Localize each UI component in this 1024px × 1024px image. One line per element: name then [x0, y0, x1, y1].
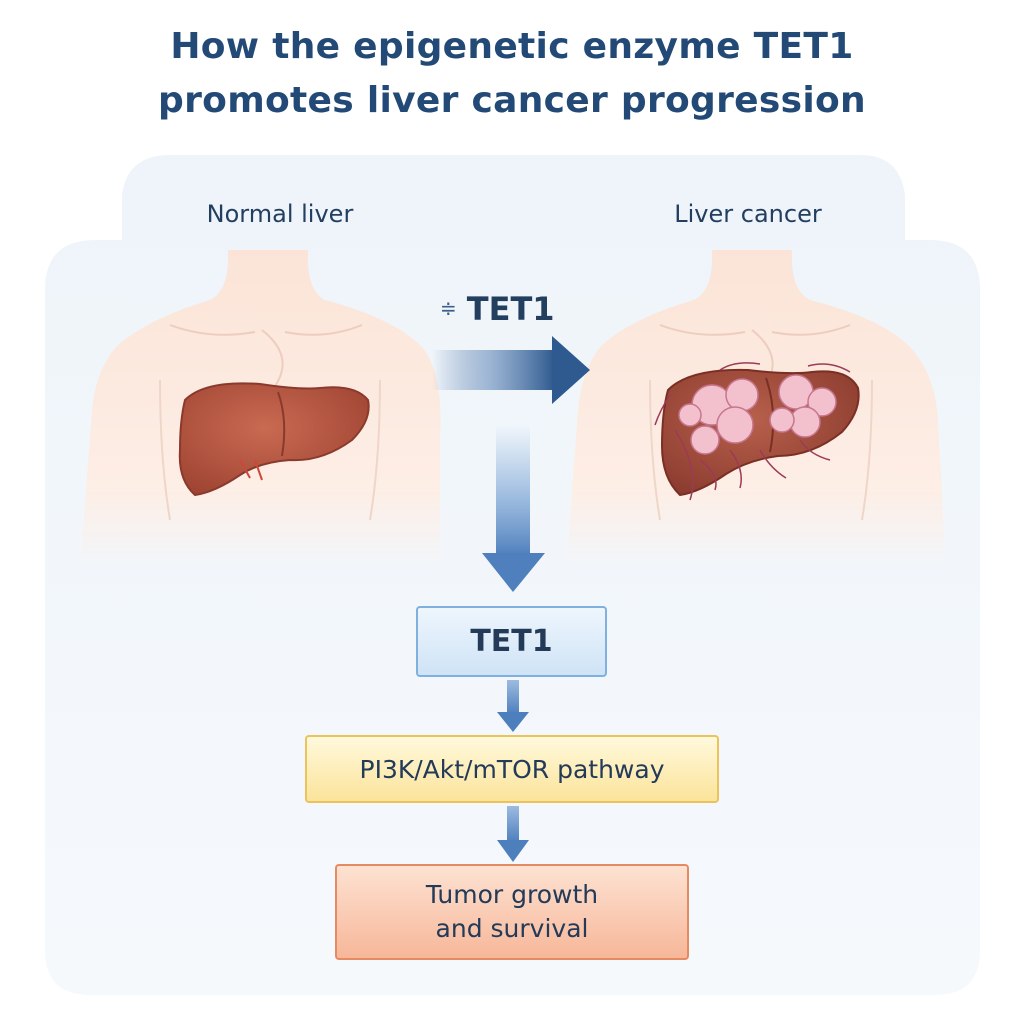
arrow-tet1-label: ≑ TET1 — [440, 290, 555, 328]
normal-liver — [178, 382, 370, 497]
downward-arrow — [482, 425, 545, 592]
cancer-liver — [654, 362, 860, 501]
regulation-symbol-icon: ≑ — [440, 296, 457, 320]
tumor-growth-box: Tumor growth and survival — [335, 864, 689, 960]
normal-liver-label: Normal liver — [206, 200, 354, 228]
pathway-box: PI3K/Akt/mTOR pathway — [305, 735, 719, 803]
tumor-box-line-1: Tumor growth — [425, 880, 599, 909]
title-line-1: How the epigenetic enzyme TET1 — [170, 26, 854, 67]
tet1-horizontal-arrow — [432, 336, 590, 404]
title-line-2: promotes liver cancer progression — [158, 80, 866, 121]
tet1-box: TET1 — [416, 606, 607, 677]
arrow-tet1-text: TET1 — [466, 290, 555, 328]
arrow-tet1-to-pathway — [497, 680, 529, 732]
tumor-box-line-2: and survival — [435, 914, 589, 943]
arrow-pathway-to-tumor — [497, 806, 529, 862]
liver-cancer-label: Liver cancer — [674, 200, 822, 228]
